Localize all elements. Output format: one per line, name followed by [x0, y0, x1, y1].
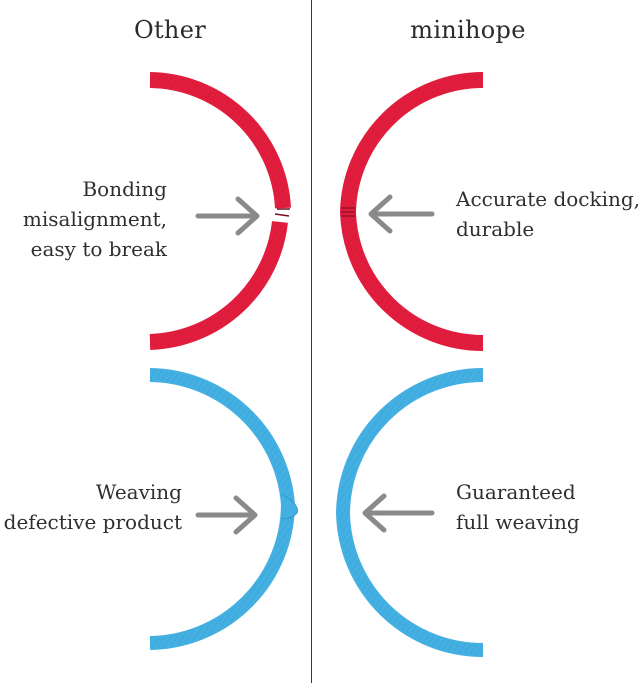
annotation-accurate: Accurate docking, durable [456, 184, 640, 244]
annotation-guaranteed: Guaranteed full weaving [456, 477, 580, 537]
red-band-minihope [339, 72, 484, 351]
arrow-right-icon [195, 196, 260, 236]
annotation-bonding: Bonding misalignment, easy to break [23, 174, 167, 264]
column-title-other: Other [134, 16, 206, 44]
annotation-line: defective product [3, 510, 182, 534]
annotation-line: Weaving [95, 480, 182, 504]
center-divider [311, 0, 312, 683]
arrow-right-icon [195, 495, 258, 535]
annotation-line: Bonding [82, 177, 167, 201]
blue-band-minihope [335, 368, 484, 657]
annotation-line: Accurate docking, [456, 187, 640, 211]
arrow-left-icon [362, 493, 435, 533]
annotation-line: full weaving [456, 510, 580, 534]
blue-band-other [149, 368, 298, 650]
annotation-line: Guaranteed [456, 480, 576, 504]
arrow-left-icon [368, 194, 435, 234]
annotation-line: durable [456, 217, 535, 241]
red-band-other [149, 72, 291, 350]
column-title-minihope: minihope [410, 16, 526, 44]
annotation-weaving: Weaving defective product [4, 477, 182, 537]
annotation-line: misalignment, [22, 207, 167, 231]
annotation-line: easy to break [30, 237, 167, 261]
